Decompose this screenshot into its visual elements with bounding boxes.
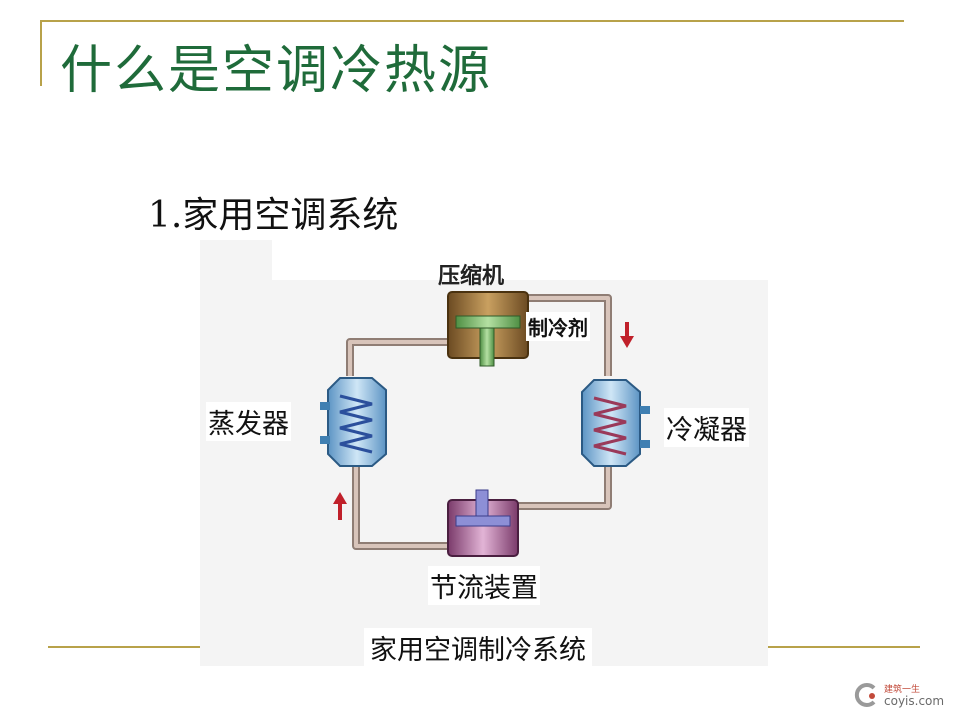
slide-title: 什么是空调冷热源 xyxy=(60,41,493,101)
evaporator-coil xyxy=(320,377,387,467)
refrigeration-cycle-diagram xyxy=(320,291,650,557)
watermark-en-text: coyis.com xyxy=(884,694,945,708)
compressor-label: 压缩机 xyxy=(438,264,505,289)
footer-rule-left xyxy=(48,646,200,648)
refrigerant-label: 制冷剂 xyxy=(526,312,590,341)
evaporator-label: 蒸发器 xyxy=(206,402,291,441)
watermark-cn-text: 建筑一生 xyxy=(884,685,921,695)
figure-caption: 家用空调制冷系统 xyxy=(364,628,592,667)
throttle-label: 节流装置 xyxy=(428,566,540,605)
flow-arrow-down-icon xyxy=(620,322,634,348)
section-heading: 1.家用空调系统 xyxy=(148,195,399,236)
footer-rule-right xyxy=(768,646,920,648)
throttle-device xyxy=(447,489,519,557)
title-top-rule xyxy=(40,20,904,22)
condenser-coil xyxy=(581,379,650,467)
flow-arrow-up-icon xyxy=(333,492,347,520)
figure-top-band xyxy=(272,240,768,280)
compressor xyxy=(447,291,529,367)
condenser-label: 冷凝器 xyxy=(664,408,749,447)
watermark-logo-icon xyxy=(854,683,876,707)
title-left-rule xyxy=(40,20,42,86)
refrigerant-pipe-loop xyxy=(346,294,612,550)
